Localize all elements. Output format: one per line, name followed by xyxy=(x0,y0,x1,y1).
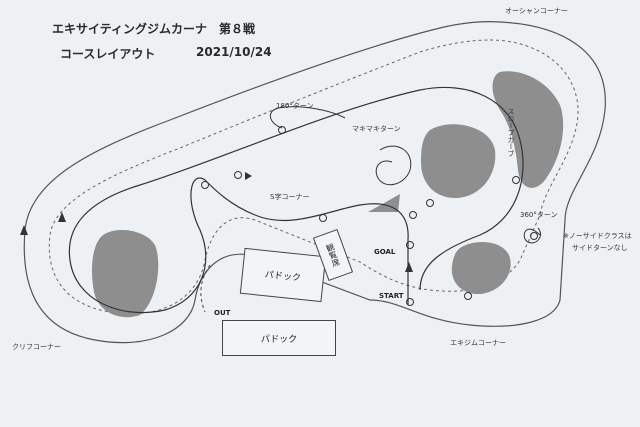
label-goal: GOAL xyxy=(374,248,396,256)
turn-180-path xyxy=(269,106,346,129)
label-slope-curve: スロープカーブ xyxy=(507,108,515,157)
outer-track-boundary xyxy=(23,21,606,344)
title-line1: エキサイティングジムカーナ 第８戦 xyxy=(52,22,256,36)
arrow-icon xyxy=(20,225,28,235)
title-date: 2021/10/24 xyxy=(196,45,272,59)
inner-track-line xyxy=(48,39,579,315)
cone-marker xyxy=(201,181,209,189)
cone-marker xyxy=(406,298,414,306)
label-exijim-corner: エキジムコーナー xyxy=(450,339,506,347)
cone-marker xyxy=(409,211,417,219)
title-line2: コースレイアウト xyxy=(60,47,156,61)
label-s-corner: S字コーナー xyxy=(270,193,310,201)
label-makimaki-turn: マキマキターン xyxy=(352,125,401,133)
cone-marker xyxy=(530,232,538,240)
cone-marker xyxy=(234,171,242,179)
label-cliff-corner: クリフコーナー xyxy=(12,343,61,351)
island-right-top xyxy=(492,71,564,188)
label-start: START xyxy=(379,292,404,300)
out-exit-line xyxy=(200,264,211,313)
island-right-bottom xyxy=(451,242,511,295)
arrow-icon xyxy=(58,212,66,222)
paddock-area-lower: パドック xyxy=(222,320,336,356)
label-turn-180: 180°ターン xyxy=(276,102,314,110)
paddock-area-upper: パドック xyxy=(239,247,327,303)
label-out: OUT xyxy=(214,309,231,317)
course-driving-line xyxy=(68,86,524,314)
label-ocean-corner: オーシャンコーナー xyxy=(505,7,568,15)
cone-marker xyxy=(319,214,327,222)
arrow-icon xyxy=(405,262,413,272)
island-center xyxy=(420,124,496,198)
label-note-line2: サイドターンなし xyxy=(572,244,628,252)
label-turn-360: 360°ターン xyxy=(520,211,558,219)
cone-marker xyxy=(464,292,472,300)
island-left xyxy=(92,229,159,318)
turn-360-path xyxy=(523,227,542,244)
arrow-icon xyxy=(245,172,252,180)
cone-marker xyxy=(278,126,286,134)
label-note-line1: ※ノーサイドクラスは xyxy=(563,232,632,240)
cone-marker xyxy=(406,241,414,249)
cone-marker xyxy=(426,199,434,207)
makimaki-loop xyxy=(375,145,412,186)
cone-marker xyxy=(512,176,520,184)
